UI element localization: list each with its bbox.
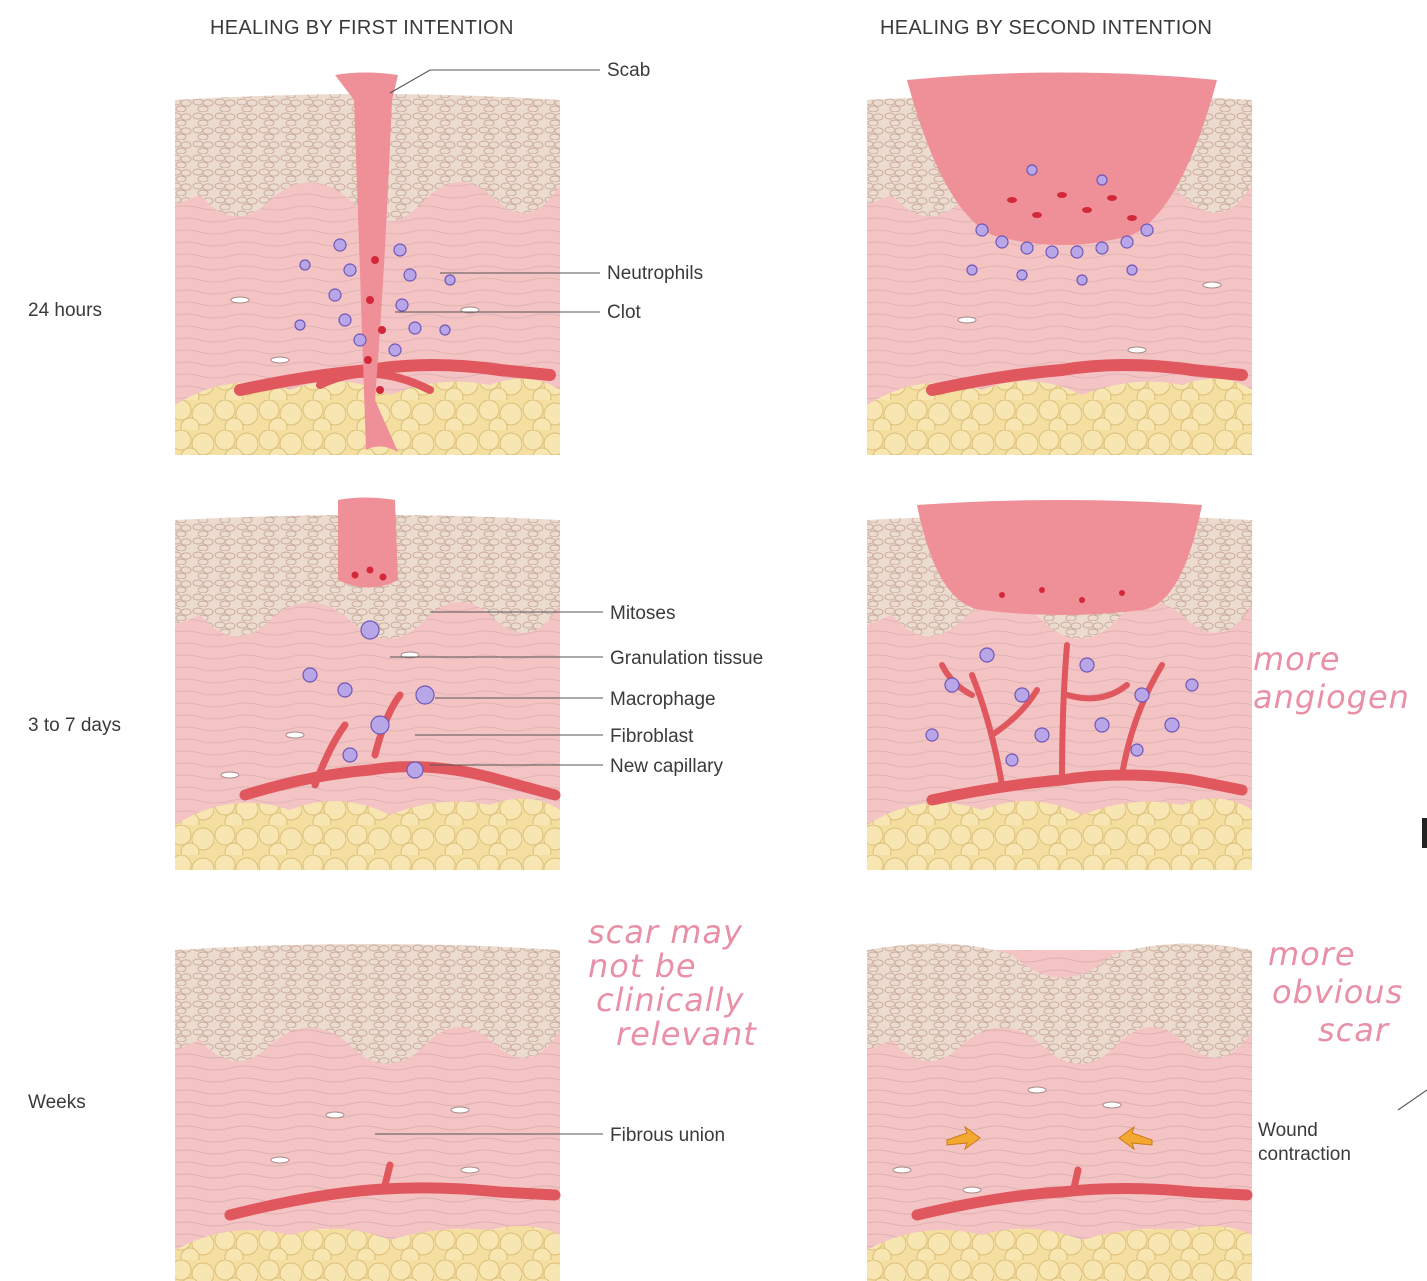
panel-second-3to7d <box>867 500 1252 870</box>
title-first-intention: HEALING BY FIRST INTENTION <box>210 17 514 39</box>
edge-marker <box>1422 818 1427 848</box>
title-second-intention: HEALING BY SECOND INTENTION <box>880 17 1213 39</box>
panel-second-weeks <box>867 943 1253 1281</box>
row-label-weeks: Weeks <box>28 1092 86 1113</box>
label-fibrous-union: Fibrous union <box>610 1125 726 1146</box>
note-scar-first-intention: scar may not be clinically relevant <box>588 913 757 1053</box>
label-neutrophils: Neutrophils <box>607 263 704 284</box>
label-clot: Clot <box>607 302 641 323</box>
label-wound-contraction: Wound contraction <box>1258 1120 1351 1165</box>
label-mitoses: Mitoses <box>610 603 676 624</box>
panel-first-24h <box>175 72 560 455</box>
panel-second-24h <box>867 72 1252 455</box>
note-more-angiogenesis: more angiogen <box>1253 640 1410 716</box>
row-label-24-hours: 24 hours <box>28 300 102 321</box>
label-macrophage: Macrophage <box>610 689 716 710</box>
panel-first-3to7d <box>175 497 561 870</box>
row-label-3-to-7-days: 3 to 7 days <box>28 715 121 736</box>
label-scab: Scab <box>607 60 651 81</box>
label-granulation-tissue: Granulation tissue <box>610 648 764 669</box>
label-fibroblast: Fibroblast <box>610 726 694 747</box>
label-new-capillary: New capillary <box>610 756 723 777</box>
note-more-obvious-scar: more obvious scar <box>1268 935 1404 1049</box>
panel-first-weeks <box>175 944 561 1281</box>
